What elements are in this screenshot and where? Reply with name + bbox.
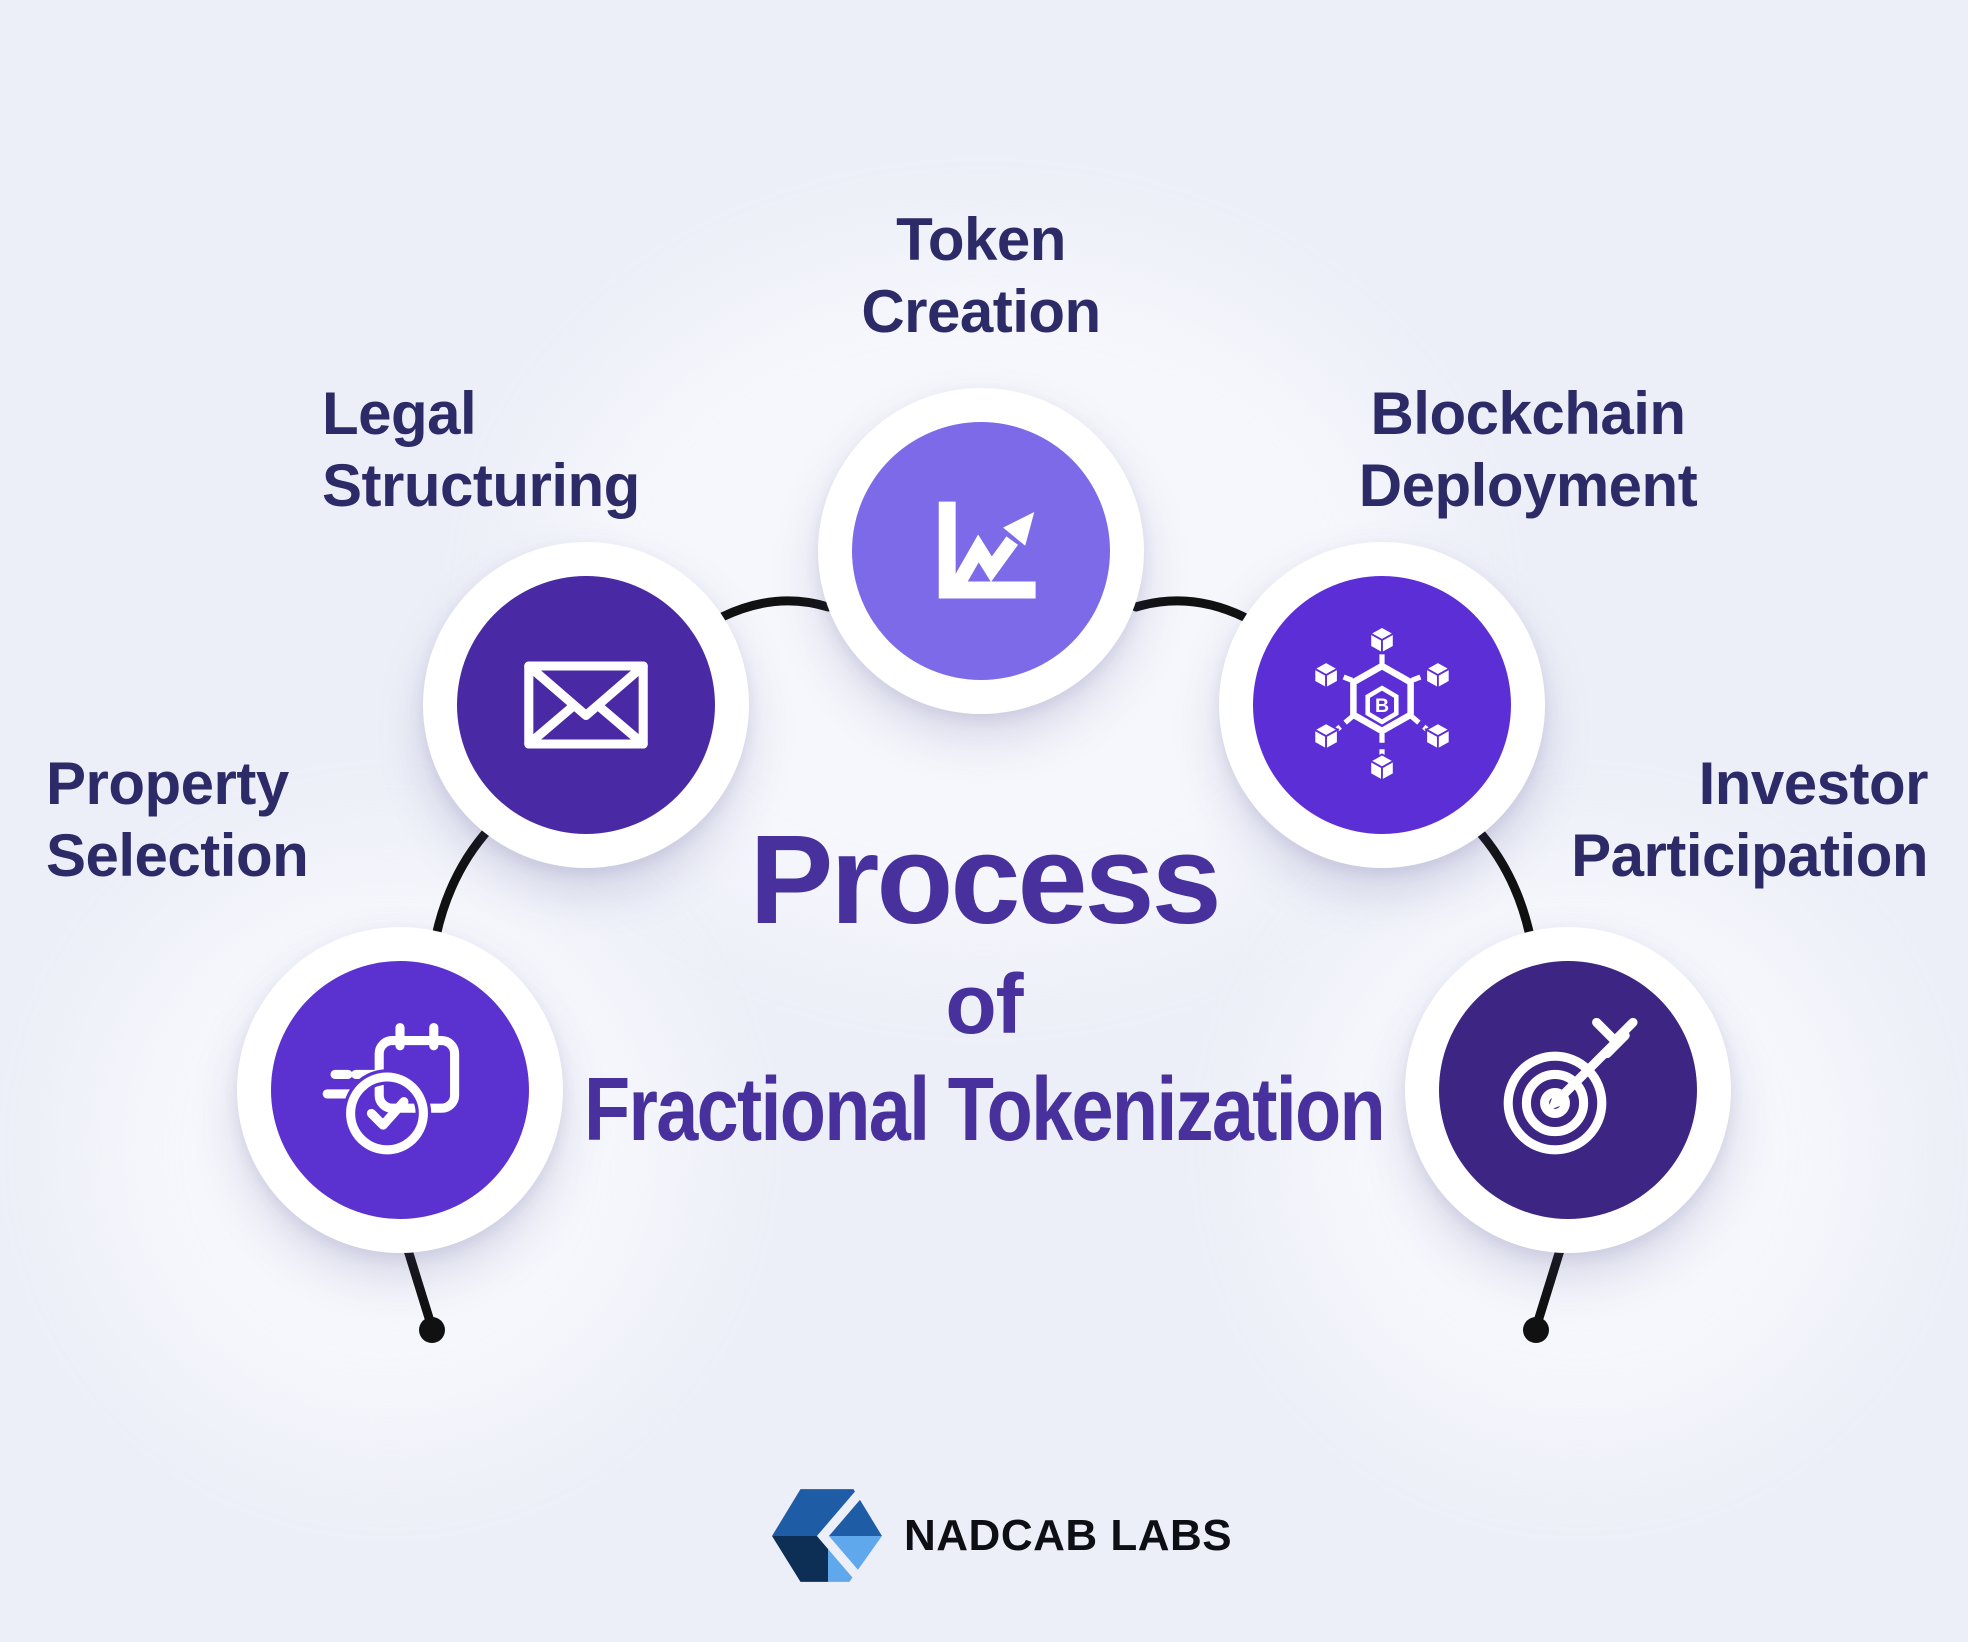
calendar-check-icon [322, 1023, 460, 1158]
connector-property-end [402, 1242, 434, 1323]
title-line-fractional-tokenization: Fractional Tokenization [583, 1060, 1386, 1160]
step-label-token-creation: Token Creation [861, 206, 1101, 345]
connector-blockchain-investor [1471, 823, 1535, 941]
step-disc [852, 422, 1110, 680]
connector-legal-token [717, 596, 833, 622]
title-line-process: Process [749, 809, 1221, 950]
step-disc: B [1253, 576, 1511, 834]
nadcab-labs-logo-icon [772, 1489, 882, 1582]
step-node-investor-participation [1405, 927, 1731, 1253]
step-label-investor-participation: Investor Participation [1571, 750, 1928, 889]
title-line-of: of [945, 957, 1023, 1051]
step-node-property-selection [237, 927, 563, 1253]
logo-text: NADCAB LABS [904, 1511, 1233, 1560]
connector-token-blockchain [1131, 596, 1249, 622]
end-dot-right [1523, 1317, 1549, 1343]
nadcab-labs-logo: NADCAB LABS [772, 1488, 1232, 1584]
step-node-blockchain-deployment: B [1219, 542, 1545, 868]
envelope-icon [524, 661, 648, 749]
connector-property-legal [431, 823, 495, 941]
diagram-title: Process of Fractional Tokenization [384, 810, 1584, 1162]
step-label-legal-structuring: Legal Structuring [322, 380, 640, 519]
step-disc [271, 961, 529, 1219]
connector-investor-end [1534, 1242, 1566, 1323]
step-disc [457, 576, 715, 834]
step-node-token-creation [818, 388, 1144, 714]
blockchain-network-icon: B [1313, 627, 1451, 782]
step-label-blockchain-deployment: Blockchain Deployment [1358, 380, 1698, 519]
end-dot-left [419, 1317, 445, 1343]
target-arrow-icon [1503, 1017, 1638, 1155]
step-label-property-selection: Property Selection [46, 750, 309, 889]
step-disc [1439, 961, 1697, 1219]
growth-chart-icon [938, 501, 1036, 599]
bitcoin-b-glyph: B [1375, 695, 1389, 717]
step-node-legal-structuring [423, 542, 749, 868]
